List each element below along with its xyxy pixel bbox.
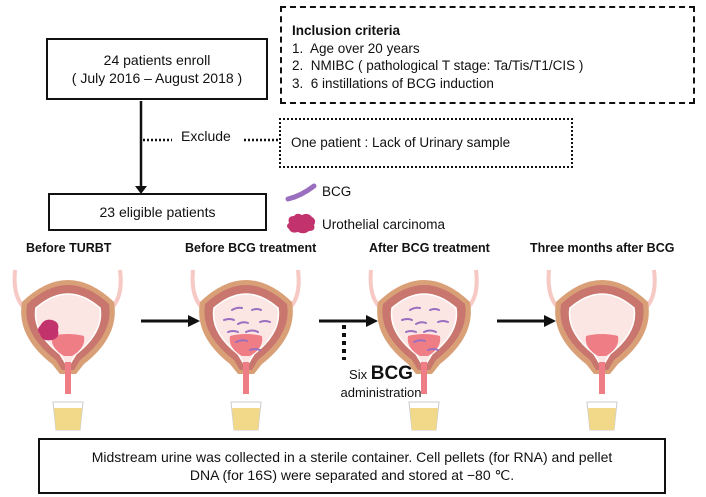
enroll-box: 24 patients enroll ( July 2016 – August …	[46, 38, 268, 100]
bcg-legend-label: BCG	[322, 184, 352, 199]
carcinoma-legend-label: Urothelial carcinoma	[322, 217, 446, 232]
eligible-box: 23 eligible patients	[48, 193, 267, 231]
inclusion-title: Inclusion criteria	[292, 23, 401, 38]
note-line: DNA (for 16S) were separated and stored …	[189, 467, 515, 483]
administration-drug: BCG	[370, 363, 413, 384]
flow-arrow-head	[135, 186, 147, 194]
eligible-count: 23 eligible patients	[99, 204, 216, 220]
exclusion-reason: One patient : Lack of Urinary sample	[291, 135, 511, 150]
stage-arrow-2-head	[366, 315, 378, 327]
bladder-before-turbt	[12, 268, 123, 432]
stage-label-before-bcg: Before BCG treatment	[185, 241, 317, 255]
administration-suffix: administration	[340, 385, 422, 400]
inclusion-item: 2. NMIBC ( pathological T stage: Ta/Tis/…	[292, 58, 584, 73]
bcg-legend-icon	[285, 183, 317, 202]
stage-label-three-months: Three months after BCG	[530, 241, 675, 255]
stage-arrow-1-head	[188, 315, 200, 327]
stage-label-after-bcg: After BCG treatment	[369, 241, 490, 255]
stage-arrow-3-head	[544, 315, 556, 327]
note-line: Midstream urine was collected in a steri…	[91, 449, 613, 465]
bladder-after-bcg	[368, 268, 479, 432]
inclusion-criteria-box: Inclusion criteria 1. Age over 20 years …	[280, 6, 695, 104]
exclude-label: Exclude	[181, 128, 231, 144]
administration-label: Six BCG administration	[336, 363, 426, 400]
enroll-count: 24 patients enroll	[103, 52, 211, 68]
administration-prefix: Six	[349, 367, 368, 382]
stage-label-before-turbt: Before TURBT	[26, 241, 112, 255]
collection-note-box: Midstream urine was collected in a steri…	[38, 438, 666, 494]
inclusion-item: 1. Age over 20 years	[292, 40, 420, 56]
enroll-period: ( July 2016 – August 2018 )	[71, 70, 243, 86]
tumor-icon	[38, 319, 59, 341]
exclusion-box: One patient : Lack of Urinary sample	[279, 118, 573, 168]
carcinoma-legend-icon	[287, 213, 316, 234]
bladder-illustrations	[12, 268, 657, 432]
inclusion-item: 3. 6 instillations of BCG induction	[292, 75, 494, 91]
bladder-before-bcg	[190, 268, 301, 432]
bladder-three-months	[546, 268, 657, 432]
